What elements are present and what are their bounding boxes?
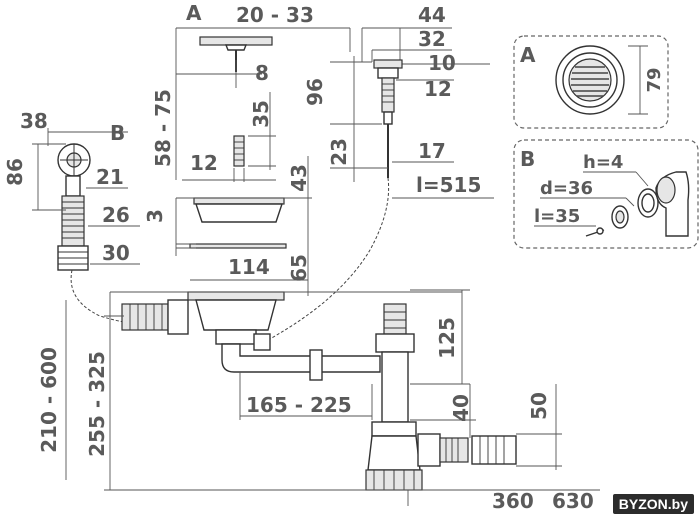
dim-86: 86	[3, 158, 27, 186]
dim-58-75: 58 - 75	[151, 89, 175, 167]
label-a-top: A	[186, 1, 202, 25]
dim-35: 35	[249, 100, 273, 128]
dim-21: 21	[96, 165, 124, 189]
dim-l35: l=35	[534, 206, 580, 227]
dim-30: 30	[102, 241, 130, 265]
dim-96: 96	[303, 78, 327, 106]
dim-23: 23	[327, 138, 351, 166]
strainer-top-view	[555, 45, 625, 115]
dim-d36: d=36	[540, 178, 593, 199]
dim-12a: 12	[424, 77, 452, 101]
panel-b-frame	[513, 139, 699, 249]
dim-65: 65	[287, 254, 311, 282]
overflow-b-assembly	[57, 143, 91, 271]
dim-125: 125	[435, 317, 459, 359]
dim-20-33: 20 - 33	[236, 3, 314, 27]
dim-17: 17	[418, 139, 446, 163]
dim-3: 3	[143, 209, 167, 223]
panel-a-label: A	[520, 43, 536, 67]
dim-255-325: 255 - 325	[85, 351, 109, 457]
dim-h4: h=4	[583, 152, 623, 173]
dim-l515: l=515	[416, 173, 481, 197]
dim-12b: 12	[190, 151, 218, 175]
label-b-left: B	[110, 121, 125, 145]
dim-360: 360	[492, 489, 534, 513]
screw	[233, 135, 245, 167]
overflow-button	[373, 59, 403, 178]
watermark: BYZON.by	[612, 494, 694, 514]
overflow-hose-right	[267, 177, 390, 341]
dim-210-600: 210 - 600	[37, 347, 61, 453]
dim-43: 43	[287, 164, 311, 192]
panel-b-label: B	[520, 147, 535, 171]
plug-a	[199, 36, 273, 72]
strainer-bowl	[189, 197, 287, 249]
overflow-hose-left	[70, 269, 127, 323]
dim-114: 114	[228, 255, 270, 279]
dim-38: 38	[20, 109, 48, 133]
dim-50: 50	[527, 392, 551, 420]
dim-26: 26	[102, 203, 130, 227]
dim-165-225: 165 - 225	[246, 393, 352, 417]
dim-79: 79	[644, 67, 665, 92]
dim-32: 32	[418, 27, 446, 51]
dim-40: 40	[449, 394, 473, 422]
dim-630: 630	[552, 489, 594, 513]
dim-10: 10	[428, 51, 456, 75]
overflow-parts	[585, 171, 690, 237]
panel-a-frame	[513, 35, 669, 129]
dim-44: 44	[418, 3, 446, 27]
dim-8: 8	[255, 61, 269, 85]
siphon-assembly	[121, 291, 517, 491]
